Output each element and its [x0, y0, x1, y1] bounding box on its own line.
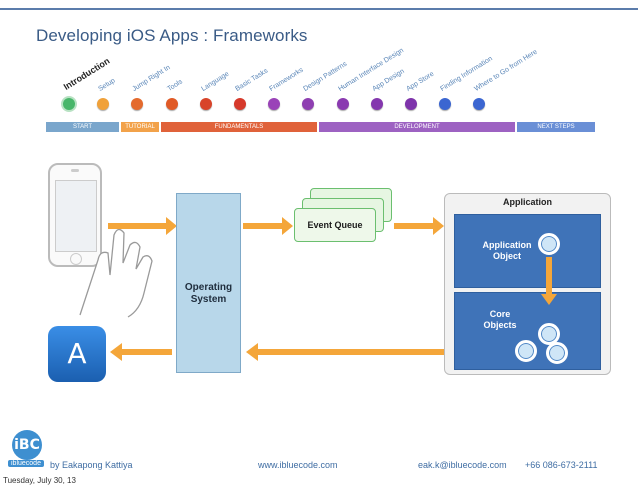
roadmap-step-dot[interactable] [268, 98, 281, 110]
app-object-line1: Application [482, 240, 532, 250]
arrow-queue-to-app [394, 223, 434, 229]
roadmap-step-label[interactable]: Basic Tasks [234, 67, 270, 93]
arrow-head-os-to-appstore [110, 343, 122, 361]
core-object-node-icon [538, 323, 560, 345]
arrow-os-to-queue [243, 223, 283, 229]
roadmap-step-dot[interactable] [63, 98, 75, 110]
event-queue-card-front: Event Queue [294, 208, 376, 242]
roadmap-step-dot[interactable] [473, 98, 486, 110]
roadmap-phase-segment: TUTORIAL [121, 122, 159, 132]
phone-speaker [71, 169, 79, 172]
arrow-head-app-to-os [246, 343, 258, 361]
roadmap-step-dot[interactable] [165, 98, 178, 110]
arrow-app-to-core [546, 257, 552, 295]
roadmap-step-dot[interactable] [370, 98, 383, 110]
ibluecode-logo: iBC [12, 430, 42, 460]
core-object-node-icon [515, 340, 537, 362]
os-label-line2: System [190, 294, 227, 305]
roadmap-phase-segment: FUNDAMENTALS [161, 122, 317, 132]
footer-author: by Eakapong Kattiya [50, 460, 133, 470]
roadmap-step-label[interactable]: Tools [165, 78, 184, 93]
core-objects-label: Core Objects [470, 309, 530, 331]
phone-screen [55, 180, 97, 252]
arrow-head-app-to-core [541, 294, 557, 305]
os-label-line1: Operating [184, 282, 233, 293]
arrow-head-touch-to-os [166, 217, 177, 235]
core-object-node-icon [546, 342, 568, 364]
roadmap-step-dot[interactable] [302, 98, 315, 110]
arrow-touch-to-os [108, 223, 168, 229]
roadmap-step-label[interactable]: Jump Right In [131, 64, 173, 93]
roadmap-step-dot[interactable] [405, 98, 417, 110]
roadmap-step-label[interactable]: App Store [405, 70, 436, 93]
ibluecode-logo-wordmark: ibluecode [8, 460, 44, 467]
roadmap-step-label[interactable]: App Design [371, 67, 406, 93]
core-objects-line1: Core [489, 309, 511, 319]
roadmap-phase-segment: NEXT STEPS [517, 122, 595, 132]
application-object-label: Application Object [470, 240, 544, 262]
application-title: Application [503, 197, 552, 207]
hand-touch-icon [79, 228, 153, 318]
roadmap-phase-segment: DEVELOPMENT [319, 122, 515, 132]
roadmap-step-label[interactable]: Frameworks [268, 66, 305, 93]
roadmap-step-label[interactable]: Setup [97, 77, 117, 93]
core-objects-line2: Objects [483, 320, 517, 330]
roadmap-step-dot[interactable] [439, 98, 452, 110]
arrow-head-queue-to-app [433, 217, 444, 235]
roadmap-step-label[interactable]: Where to Go from Here [473, 48, 540, 93]
arrow-head-os-to-queue [282, 217, 293, 235]
core-objects-panel [454, 292, 601, 370]
roadmap-phase-segment: START [46, 122, 119, 132]
footer-email[interactable]: eak.k@ibluecode.com [418, 460, 507, 470]
slide-title: Developing iOS Apps : Frameworks [36, 26, 308, 45]
app-object-line2: Object [492, 251, 521, 261]
roadmap-step-dot[interactable] [97, 98, 110, 110]
roadmap-step-dot[interactable] [131, 98, 144, 110]
footer-website[interactable]: www.ibluecode.com [258, 460, 338, 470]
event-queue-label: Event Queue [307, 220, 363, 230]
operating-system-label: Operating System [176, 282, 241, 306]
application-object-node-icon [538, 233, 560, 255]
slide-date: Tuesday, July 30, 13 [3, 476, 76, 485]
top-rule [0, 8, 638, 10]
phone-home-button [70, 253, 82, 265]
roadmap-step-dot[interactable] [336, 98, 349, 110]
roadmap-step-dot[interactable] [199, 98, 212, 110]
arrow-os-to-appstore [122, 349, 172, 355]
app-store-icon: A [48, 326, 106, 382]
arrow-app-to-os [258, 349, 513, 355]
footer-phone: +66 086-673-2111 [525, 460, 598, 470]
roadmap-step-label[interactable]: Language [200, 70, 231, 93]
roadmap-step-dot[interactable] [234, 98, 246, 110]
application-object-panel [454, 214, 601, 288]
operating-system-box [176, 193, 241, 373]
